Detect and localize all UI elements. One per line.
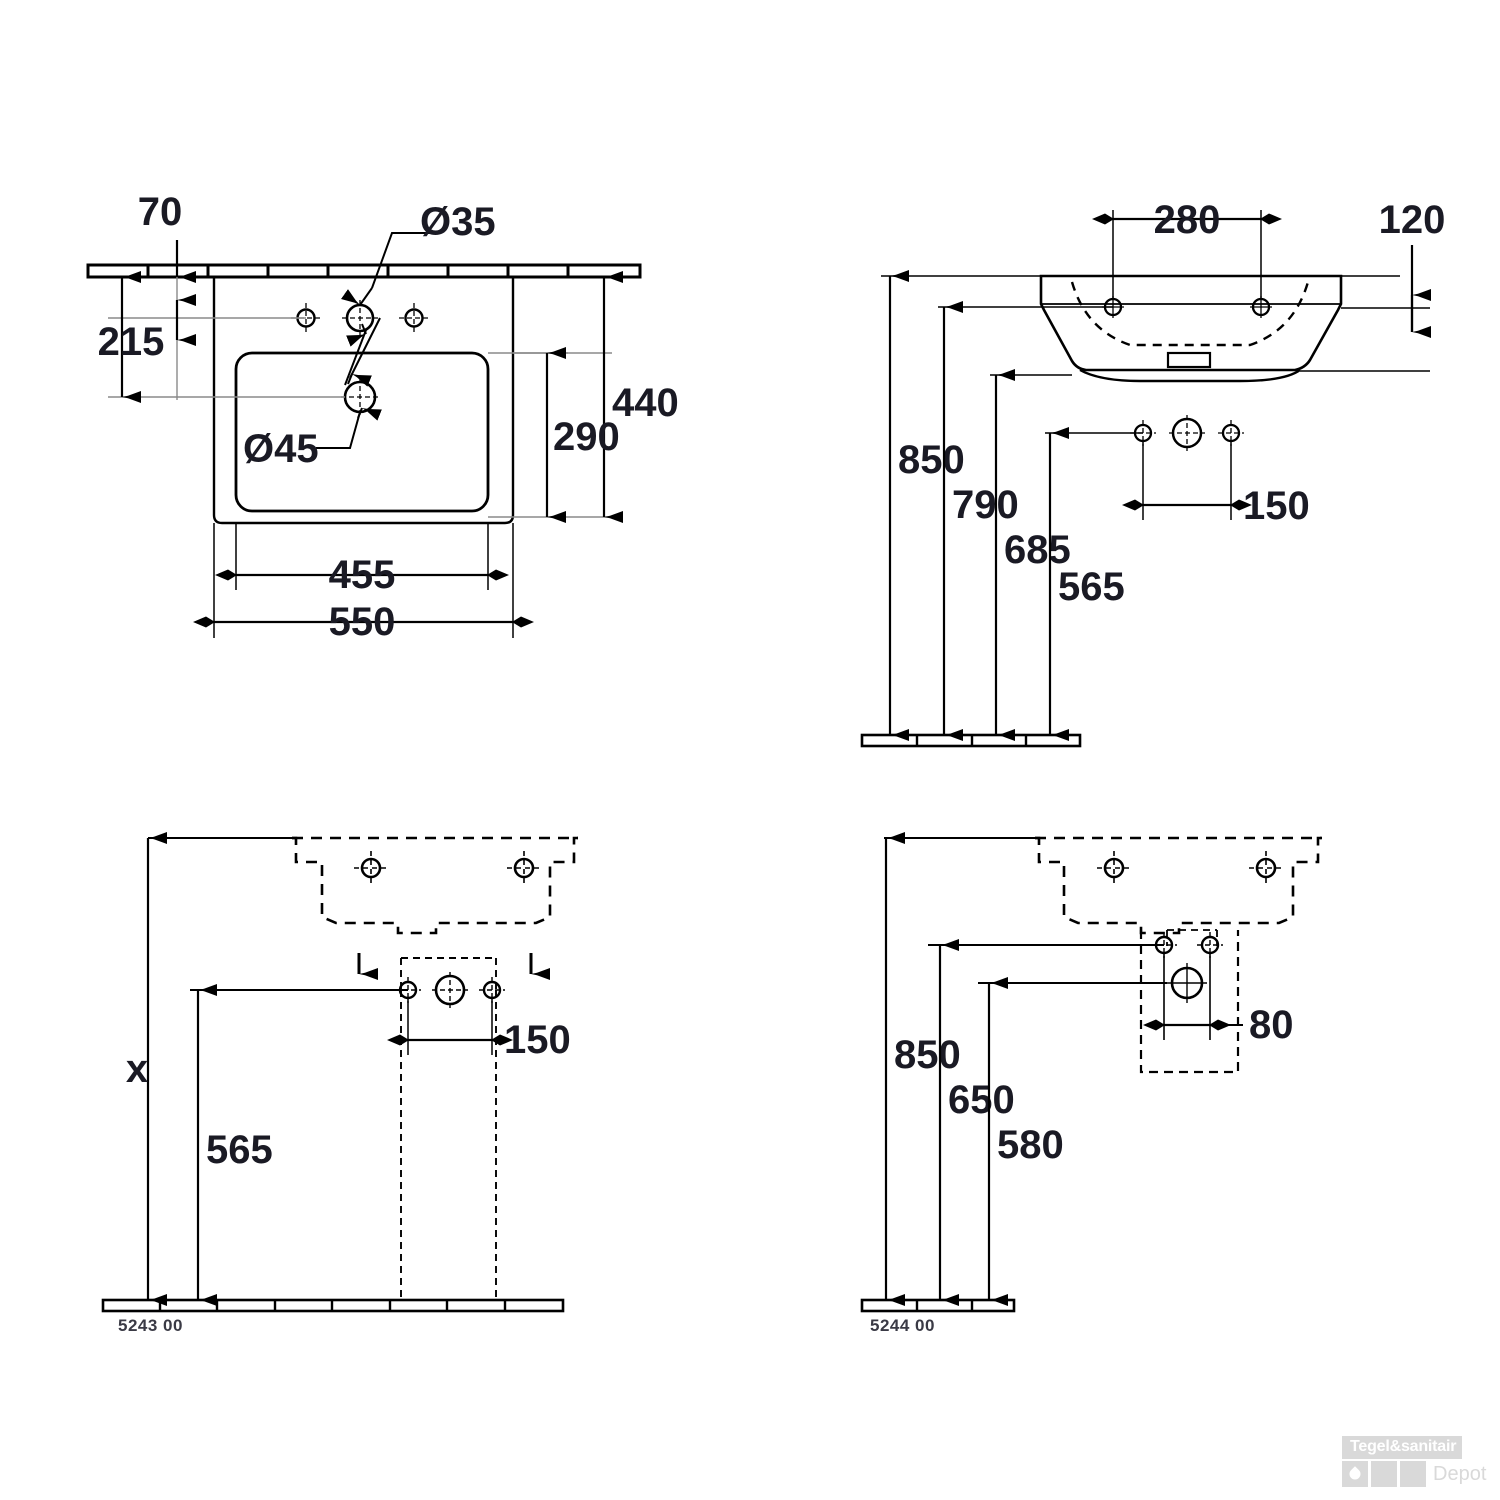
connection-group-top-right [1130, 415, 1244, 451]
dimension-label-565-bl: 565 [206, 1128, 273, 1172]
leader-dia35-lower [347, 317, 381, 387]
dimension-label-120: 120 [1379, 198, 1446, 242]
dimension-label-150-bl: 150 [504, 1018, 571, 1062]
dimension-850-br: 850 [884, 832, 961, 1306]
brand-name-line1: Tegel&sanitair [1342, 1436, 1463, 1459]
dimension-label-70: 70 [138, 190, 183, 234]
dimension-label-440: 440 [612, 381, 679, 425]
basin-dashed-outline-br [1035, 836, 1322, 935]
connection-box-bl [400, 957, 497, 1300]
dimension-685: 685 [994, 369, 1071, 741]
dimension-label-850-br: 850 [894, 1033, 961, 1077]
waste-centre-tr [1169, 415, 1205, 451]
basin-dashed-outline-bl [292, 836, 578, 935]
dimension-150-bl: 150 [387, 998, 571, 1062]
dimension-150-tr: 150 [1122, 440, 1310, 528]
bowl-inner-dashed-profile [1070, 281, 1310, 347]
logo-square-2 [1371, 1461, 1397, 1487]
wall-band-top-left [86, 263, 642, 279]
fixing-bolt-right-br [1249, 851, 1283, 885]
brand-logo: Tegel&sanitair Depot [1342, 1436, 1492, 1494]
leader-dia45-upper [344, 323, 367, 386]
basin-plan-outline [212, 277, 515, 525]
dimension-label-290: 290 [553, 415, 620, 459]
view-bottom-left: x 565 150 5243 00 [101, 832, 578, 1335]
fixing-bolt-right-bl [507, 851, 541, 885]
dimension-label-215: 215 [98, 320, 165, 364]
dimension-label-790: 790 [952, 483, 1019, 527]
dimension-565-tr: 565 [1048, 427, 1125, 741]
dimension-label-455: 455 [329, 553, 396, 597]
dimension-120: 120 [1379, 198, 1446, 338]
dimension-550: 550 [193, 523, 534, 644]
callout-label-dia45: Ø45 [243, 427, 319, 471]
brand-name-line2: Depot [1433, 1463, 1487, 1485]
view-top-left: 70 215 440 290 455 5 [86, 190, 679, 644]
dimension-290: 290 [545, 347, 620, 523]
waste-centre-br [1167, 963, 1207, 1003]
dimension-label-150-tr: 150 [1243, 484, 1310, 528]
dimension-label-80: 80 [1249, 1003, 1294, 1047]
trap-box-br [1139, 930, 1240, 1074]
floor-band-top-right [860, 733, 1082, 748]
tap-hole-group [291, 300, 429, 336]
dimension-label-280: 280 [1154, 198, 1221, 242]
dimension-label-580: 580 [997, 1123, 1064, 1167]
dimension-x: x [126, 832, 167, 1306]
dimension-215: 215 [98, 271, 196, 403]
tap-hole-right [399, 303, 429, 333]
dimension-455: 455 [215, 523, 509, 597]
connection-group-bl [395, 972, 505, 1008]
waste-hole-plan [341, 378, 379, 416]
article-label-5243: 5243 00 [118, 1316, 183, 1335]
dimension-label-550: 550 [329, 600, 396, 644]
extension-lines-tr [881, 275, 1430, 434]
dimension-580: 580 [987, 977, 1064, 1306]
article-label-5244: 5244 00 [870, 1316, 935, 1335]
dimension-70: 70 [138, 190, 196, 400]
dimension-790: 790 [942, 301, 1019, 741]
view-bottom-right: 850 650 580 80 5244 00 [860, 832, 1322, 1335]
dimension-label-850: 850 [898, 438, 965, 482]
view-top-right: 280 120 850 790 685 565 [860, 198, 1446, 748]
logo-square-3 [1400, 1461, 1426, 1487]
dimension-280: 280 [1092, 198, 1282, 300]
waste-centre-bl [432, 972, 468, 1008]
leader-dia45 [316, 407, 382, 449]
brand-logo-lower: Depot [1342, 1461, 1492, 1487]
dimension-label-565-tr: 565 [1058, 565, 1125, 609]
water-drop-icon [1342, 1461, 1368, 1487]
dimension-440: 440 [602, 271, 679, 523]
dimension-label-650: 650 [948, 1078, 1015, 1122]
callout-label-dia35: Ø35 [420, 200, 496, 244]
dimension-80: 80 [1143, 953, 1294, 1047]
floor-band-bottom-right [860, 1298, 1016, 1313]
dimension-565-bl: 565 [196, 984, 273, 1306]
leader-dia35 [341, 232, 436, 306]
basin-profile-section [1039, 274, 1343, 383]
floor-band-bottom-left [101, 1298, 565, 1313]
fixing-bolt-left-br [1097, 851, 1131, 885]
fixing-bolt-left-bl [354, 851, 388, 885]
dimension-label-x: x [126, 1047, 148, 1091]
